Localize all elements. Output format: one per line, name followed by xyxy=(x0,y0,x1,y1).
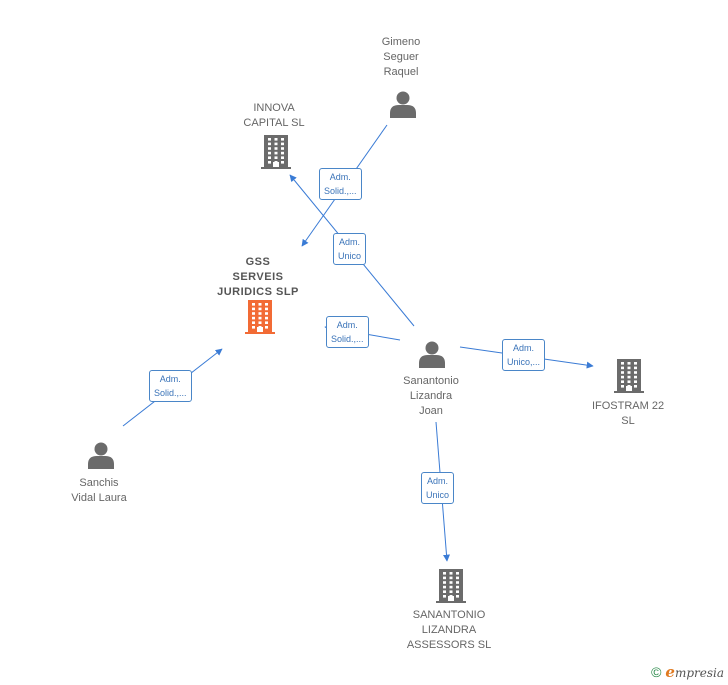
edge-label-gimeno-gss[interactable]: Adm. Solid.,... xyxy=(319,168,362,200)
person-icon-sanchis[interactable] xyxy=(87,441,115,474)
building-icon-innova[interactable] xyxy=(261,135,291,174)
building-icon-assessors[interactable] xyxy=(436,569,466,608)
edge-label-sanantonio-assessors[interactable]: Adm. Unico xyxy=(421,472,455,504)
node-label-innova[interactable]: INNOVA CAPITAL SL xyxy=(243,102,305,129)
node-label-gss[interactable]: GSS SERVEIS JURIDICS SLP xyxy=(217,256,299,298)
footer-brand: © empresia xyxy=(651,663,724,681)
brand-initial: e xyxy=(665,663,675,681)
node-label-gimeno[interactable]: Gimeno Seguer Raquel xyxy=(381,36,421,78)
brand-logo: empresia xyxy=(665,663,724,681)
copyright-symbol: © xyxy=(651,664,662,680)
brand-name: mpresia xyxy=(674,666,724,680)
edge-label-sanantonio-ifostram[interactable]: Adm. Unico,... xyxy=(502,339,546,371)
node-label-sanchis[interactable]: Sanchis Vidal Laura xyxy=(71,477,127,504)
person-icon-gimeno[interactable] xyxy=(389,90,417,123)
building-icon-ifostram[interactable] xyxy=(614,359,644,398)
person-icon-sanantonio[interactable] xyxy=(418,340,446,373)
node-label-assessors[interactable]: SANANTONIO LIZANDRA ASSESSORS SL xyxy=(406,609,492,651)
node-label-ifostram[interactable]: IFOSTRAM 22 SL xyxy=(591,400,665,427)
building-icon-gss[interactable] xyxy=(245,300,275,339)
node-label-sanantonio[interactable]: Sanantonio Lizandra Joan xyxy=(403,375,459,417)
edge-label-sanantonio-gss[interactable]: Adm. Solid.,... xyxy=(326,316,369,348)
edge-label-sanchis-gss[interactable]: Adm. Solid.,... xyxy=(149,370,192,402)
edge-label-sanantonio-innova[interactable]: Adm. Unico xyxy=(333,233,367,265)
